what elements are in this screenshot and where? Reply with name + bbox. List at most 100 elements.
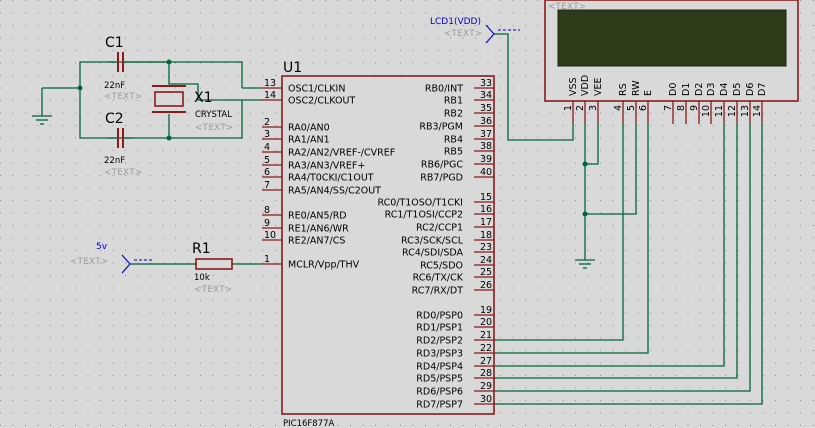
- ground-left-icon[interactable]: [32, 88, 52, 125]
- mcu-pin-number: 17: [480, 217, 492, 228]
- lcd-pin-number: 5: [626, 105, 637, 111]
- lcd-pin-number: 10: [701, 105, 712, 117]
- lcd-pin-name: D6: [745, 83, 756, 96]
- mcu-pin-number: 39: [480, 154, 492, 165]
- r1-ref: R1: [192, 241, 211, 257]
- wire-d5[interactable]: [494, 124, 738, 379]
- mcu-pin-number: 1: [264, 254, 270, 265]
- lcd-pin-name: D0: [668, 83, 679, 96]
- mcu-pin-name: RE0/AN5/RD: [288, 211, 347, 222]
- mcu-pin-name: RC7/RX/DT: [412, 286, 464, 297]
- wire-d7[interactable]: [494, 124, 763, 405]
- lcd-text-placeholder: <TEXT>: [548, 2, 587, 12]
- capacitor-c2[interactable]: [108, 128, 133, 148]
- r1-text-placeholder: <TEXT>: [194, 285, 233, 295]
- mcu-pin-number: 40: [480, 167, 492, 178]
- lcd-pin-number: 6: [638, 105, 649, 111]
- mcu-pin-number: 6: [264, 167, 270, 178]
- mcu-pin-number: 15: [480, 192, 492, 203]
- mcu-pin-number: 34: [480, 90, 492, 101]
- power-5v-text-placeholder: <TEXT>: [70, 257, 109, 267]
- capacitor-c1[interactable]: [108, 52, 133, 72]
- mcu-pin-name: RD7/PSP7: [416, 400, 463, 411]
- wire-osc1[interactable]: [79, 61, 243, 139]
- mcu-part: PIC16F877A: [283, 419, 334, 428]
- mcu-pin-number: 29: [480, 381, 492, 392]
- mcu-pin-number: 27: [480, 356, 492, 367]
- mcu-pin-number: 21: [480, 330, 492, 341]
- mcu-pin-name: RA4/T0CKI/C1OUT: [288, 173, 374, 184]
- lcd-pin-number: 12: [727, 105, 738, 117]
- lcd-pin-number: 13: [740, 105, 751, 117]
- power-5v-terminal-icon[interactable]: [121, 254, 154, 274]
- mcu-pin-name: RC0/T1OSO/T1CKI: [377, 198, 463, 209]
- x1-text-placeholder: <TEXT>: [195, 123, 234, 133]
- mcu-pin-number: 33: [480, 78, 492, 89]
- lcd-pin-name: D2: [694, 83, 705, 96]
- lcd-pin-name: VSS: [568, 77, 579, 96]
- mcu-pin-number: 36: [480, 116, 492, 127]
- wire-lcd-vdd[interactable]: [494, 33, 574, 141]
- lcd-pin-number: 7: [663, 105, 674, 111]
- lcd-pin-number: 2: [575, 105, 586, 111]
- mcu-pin-name: MCLR/Vpp/THV: [288, 260, 360, 271]
- mcu-pin-name: RE1/AN6/WR: [288, 224, 349, 235]
- wire-lcd-rw[interactable]: [585, 124, 637, 215]
- lcd-pin-name: RW: [631, 80, 642, 96]
- mcu-pin-number: 13: [264, 78, 276, 89]
- r1-value: 10k: [194, 273, 210, 283]
- lcd-pin-name: D5: [732, 83, 743, 96]
- mcu-pin-name: RC4/SDI/SDA: [402, 248, 464, 259]
- mcu-ref: U1: [283, 60, 302, 76]
- lcd-pin-number: 1: [563, 105, 574, 111]
- c1-ref: C1: [105, 35, 124, 51]
- mcu-pin-number: 30: [480, 394, 492, 405]
- mcu-pin-name: RA5/AN4/SS/C2OUT: [288, 186, 381, 197]
- power-vdd-terminal-icon[interactable]: [485, 24, 520, 44]
- mcu-pin-name: OSC1/CLKIN: [288, 84, 345, 95]
- mcu-pin-name: RD3/PSP3: [416, 349, 463, 360]
- mcu-pin-name: RC5/SDO: [420, 261, 463, 272]
- mcu-pin-number: 23: [480, 242, 492, 253]
- mcu-pin-name: RB2: [444, 109, 463, 120]
- lcd-pin-number: 14: [752, 105, 763, 117]
- mcu-body[interactable]: [281, 75, 495, 415]
- mcu-pin-number: 14: [264, 90, 276, 101]
- crystal-x1[interactable]: [152, 85, 186, 113]
- mcu-pin-number: 7: [264, 180, 270, 191]
- lcd-pins: VSS1VDD2VEE3RS4RW5E6D07D18D29D310D411D51…: [563, 75, 768, 124]
- lcd-pin-name: RS: [618, 83, 629, 96]
- mcu-pin-name: RB0/INT: [425, 84, 463, 95]
- mcu-pin-name: RD4/PSP4: [416, 362, 463, 373]
- lcd-pin-name: E: [643, 90, 654, 96]
- mcu-pin-name: RD1/PSP1: [416, 323, 463, 334]
- resistor-r1[interactable]: [195, 258, 233, 270]
- lcd-pin-name: D7: [757, 83, 768, 96]
- mcu-pin-number: 5: [264, 155, 270, 166]
- mcu-pin-name: RC6/TX/CK: [413, 273, 464, 284]
- mcu-pin-number: 35: [480, 103, 492, 114]
- lcd-pin-number: 4: [613, 105, 624, 111]
- wire-d4[interactable]: [494, 124, 725, 367]
- mcu-pin-number: 38: [480, 141, 492, 152]
- ground-lcd-icon[interactable]: [575, 259, 595, 269]
- mcu-pin-name: RC2/CCP1: [416, 223, 463, 234]
- wire-d6[interactable]: [494, 124, 751, 392]
- mcu-pin-name: RA0/AN0: [288, 123, 330, 134]
- x1-value: CRYSTAL: [195, 110, 232, 120]
- wire-e[interactable]: [494, 124, 649, 354]
- mcu-pin-name: RD6/PSP6: [416, 387, 463, 398]
- mcu-pin-name: RD0/PSP0: [416, 311, 463, 322]
- junction-dot: [582, 161, 588, 167]
- lcd-pin-name: D1: [681, 83, 692, 96]
- wire-osc2[interactable]: [168, 62, 262, 101]
- lcd-screen: [557, 9, 787, 67]
- wire-rs[interactable]: [494, 124, 624, 341]
- lcd-net-text-placeholder: <TEXT>: [444, 29, 483, 39]
- lcd-pin-name: VEE: [593, 77, 604, 96]
- mcu-pin-number: 18: [480, 230, 492, 241]
- lcd-pin-number: 8: [676, 105, 687, 111]
- lcd-pin-name: D3: [706, 83, 717, 96]
- wires: [42, 33, 763, 405]
